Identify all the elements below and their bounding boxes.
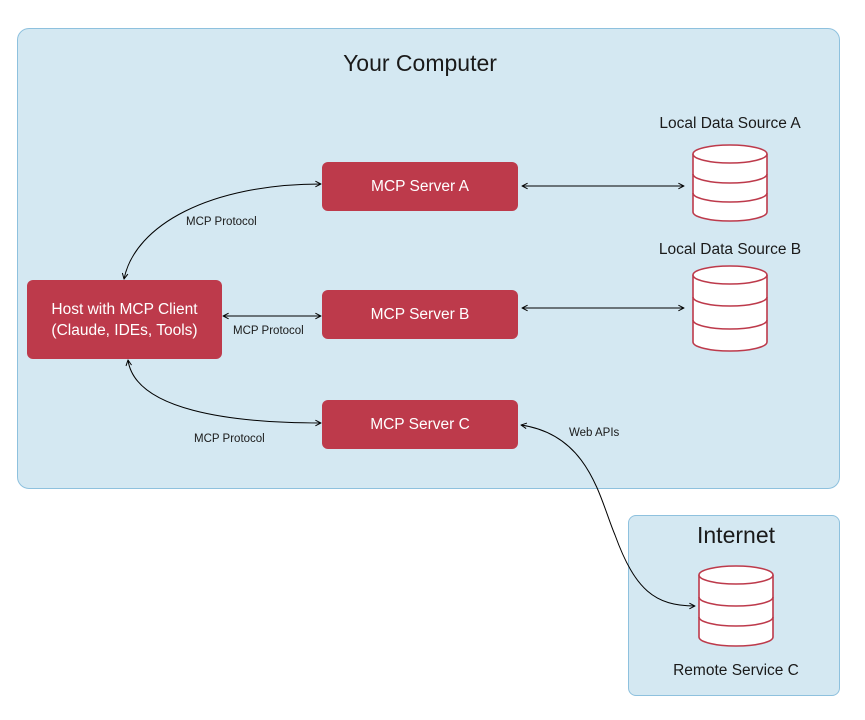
edge-label-host-server-a: MCP Protocol <box>186 216 257 228</box>
node-host-mcp-client: Host with MCP Client (Claude, IDEs, Tool… <box>27 280 222 359</box>
node-server-b-label: MCP Server B <box>370 306 470 323</box>
edge-server-c-remote <box>521 425 695 606</box>
node-server-a-label: MCP Server A <box>371 178 469 195</box>
database-icon <box>692 265 768 352</box>
edge-label-host-server-c: MCP Protocol <box>194 433 265 445</box>
remote-service-c-label: Remote Service C <box>673 662 799 679</box>
node-mcp-server-c: MCP Server C <box>322 400 518 449</box>
edge-label-host-server-b: MCP Protocol <box>233 325 304 337</box>
region-title-internet: Internet <box>697 522 775 548</box>
database-icon <box>692 144 768 222</box>
region-title-your-computer: Your Computer <box>343 50 497 76</box>
node-mcp-server-b: MCP Server B <box>322 290 518 339</box>
edge-host-server-a <box>124 184 321 279</box>
node-server-c-label: MCP Server C <box>370 416 470 433</box>
edge-host-server-c <box>128 360 321 423</box>
database-icon <box>698 565 774 647</box>
data-source-a-label: Local Data Source A <box>659 115 801 132</box>
node-host-label: Host with MCP Client (Claude, IDEs, Tool… <box>51 300 198 339</box>
node-mcp-server-a: MCP Server A <box>322 162 518 211</box>
data-source-b-label: Local Data Source B <box>658 241 802 258</box>
edge-label-web-apis: Web APIs <box>569 427 620 439</box>
